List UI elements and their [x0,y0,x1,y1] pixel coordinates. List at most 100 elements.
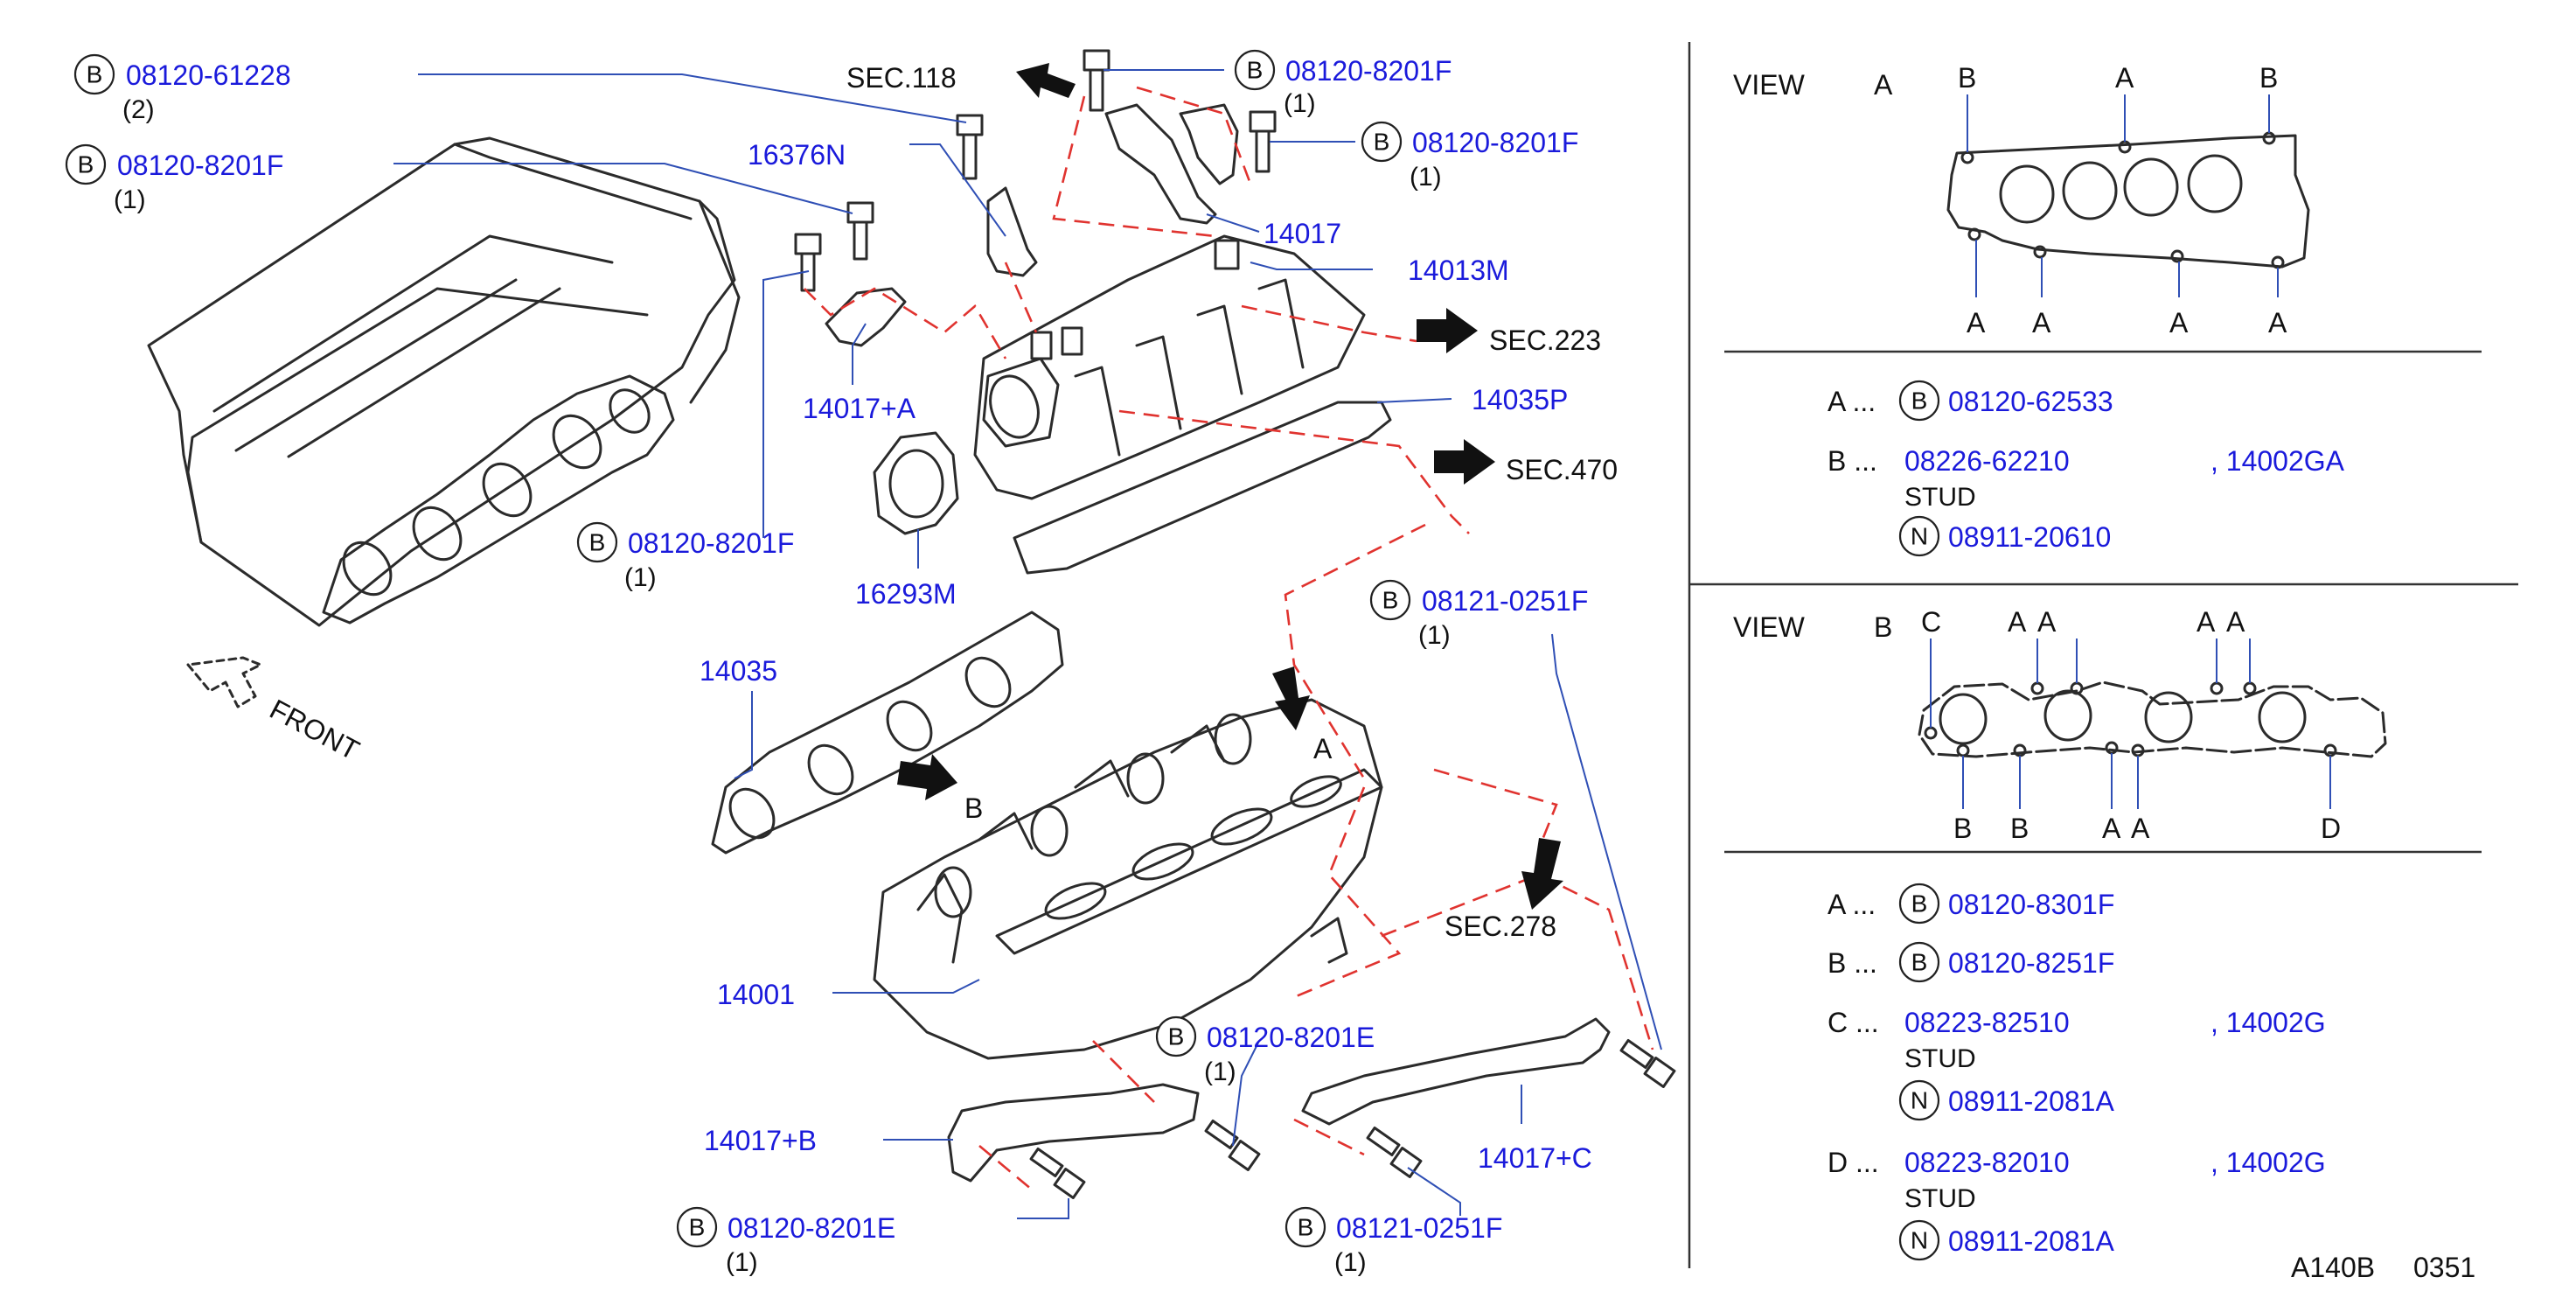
part-14035: 14035 [700,655,777,687]
part-16293m: 16293M [855,578,957,610]
sec-223-label: SEC.223 [1489,324,1601,356]
part-16376n: 16376N [748,139,846,171]
collector-gasket-14035p [1013,401,1392,575]
bolt-left-2 [794,233,822,292]
part-14017-b: 14017+B [704,1125,817,1156]
callout-code: 08120-61228 [126,59,291,91]
intake-manifold-14001 [873,698,1383,1060]
intake-collector-14013m [973,234,1366,500]
callout-qty: (1) [1410,163,1442,192]
legend-code: 08911-2081A [1948,1085,2114,1117]
bracket-14017-b [947,1083,1200,1183]
callout-08120-8201f-d: B 08120-8201F (1) [576,521,794,592]
callout-qty: (1) [1204,1057,1236,1086]
bracket-16376n [986,186,1038,277]
bolt-left-1 [846,201,874,261]
bolt-top-right-2 [1249,110,1277,173]
view-a-top-label: A [2115,62,2134,94]
leader-lines [393,69,1662,1219]
legend-stud: STUD [1904,483,1976,512]
view-b-top-label: A [2197,606,2216,638]
part-14013m: 14013M [1408,255,1509,286]
callout-code: 08120-8201F [117,150,283,181]
callout-qty: (1) [726,1248,758,1277]
callout-badge: B [1374,129,1390,156]
callout-badge: B [87,61,103,88]
arrow-view-b [897,754,957,800]
arrow-sec278 [1521,838,1563,910]
dashed-connection-lines [804,86,1654,1190]
callout-badge: B [1247,57,1264,84]
bracket-14017-a [825,287,907,347]
arrow-sec118 [1016,63,1076,98]
legend-code: 08120-8251F [1948,947,2114,979]
view-b-letter: B [1874,611,1892,643]
callout-08120-8201f-b: B 08120-8201F (1) [1234,49,1452,118]
callout-badge: B [589,529,606,556]
callout-08121-0251f-b: B 08121-0251F (1) [1285,1206,1502,1277]
legend-code: 08120-8301F [1948,889,2114,920]
bolt-lower-3 [1366,1127,1423,1178]
part-14001: 14001 [717,979,795,1010]
front-label: FRONT [265,693,365,766]
callout-badge: B [1298,1214,1314,1241]
bracket-14017-upper [1179,103,1239,185]
callout-qty: (1) [1334,1248,1367,1277]
view-a-bottom-label: A [2268,307,2287,338]
legend-ref: , 14002G [2210,1007,2326,1038]
view-a-title: VIEW [1733,69,1806,101]
callout-code: 08121-0251F [1422,585,1588,617]
callout-badge: B [1168,1023,1185,1050]
callout-code: 08120-8201F [628,527,794,559]
callout-qty: (1) [1418,621,1451,650]
legend-code: 08223-82010 [1904,1147,2070,1178]
callout-08121-0251f-a: B 08121-0251F (1) [1369,579,1588,650]
head-intake-gasket [322,374,675,625]
engine-cylinder-head [147,136,741,627]
callout-08120-8201e-b: B 08120-8201E (1) [676,1206,895,1277]
legend-ref: , 14002G [2210,1147,2326,1178]
front-direction-indicator: FRONT [186,656,365,766]
part-14017: 14017 [1264,218,1341,249]
view-b-bottom-label: A [2131,813,2150,844]
legend-key: B ... [1828,947,1877,979]
view-b-bottom-label: B [1953,813,1972,844]
view-a-bottom-label: A [1967,307,1986,338]
footer-ref: A140B [2291,1252,2375,1283]
legend-code: 08911-20610 [1948,521,2111,553]
legend-key: C ... [1828,1007,1879,1038]
callout-08120-61228: B 08120-61228 (2) [73,53,291,124]
legend-code: 08120-62533 [1948,386,2113,417]
callout-qty: (1) [1284,89,1316,118]
callout-code: 08120-8201F [1412,127,1578,158]
legend-key: D ... [1828,1147,1879,1178]
legend-key: B ... [1828,445,1877,477]
legend-badge: B [1911,387,1928,415]
callout-badge: B [78,151,94,178]
throttle-gasket-16293m [873,431,959,535]
sec-118-label: SEC.118 [846,62,957,94]
bolt-lower-4 [1619,1039,1676,1088]
arrow-sec470 [1434,439,1495,485]
legend-stud: STUD [1904,1044,1976,1073]
view-b-top-label: A [2037,606,2057,638]
view-a-letter: A [1874,69,1893,101]
bolt-top-center [956,114,984,180]
view-b-top-label: A [2226,606,2245,638]
view-b-panel: VIEW B C A A A A B B A A D [1733,606,2387,1261]
view-b-bottom-label: A [2102,813,2121,844]
view-b-bottom-label: D [2321,813,2341,844]
legend-key: A ... [1828,889,1876,920]
sec-470-label: SEC.470 [1506,454,1618,485]
part-14017-c: 14017+C [1478,1142,1592,1174]
view-a-pointer-label: A [1313,733,1333,764]
bolt-top-right-1 [1083,49,1110,112]
legend-code: 08911-2081A [1948,1225,2114,1257]
callout-badge: B [1382,587,1399,614]
bracket-14017 [1104,103,1217,225]
legend-key: A ... [1828,386,1876,417]
view-a-top-label: B [1958,62,1976,94]
callout-qty: (1) [624,563,657,592]
callout-08120-8201f-a: B 08120-8201F (1) [65,143,283,214]
